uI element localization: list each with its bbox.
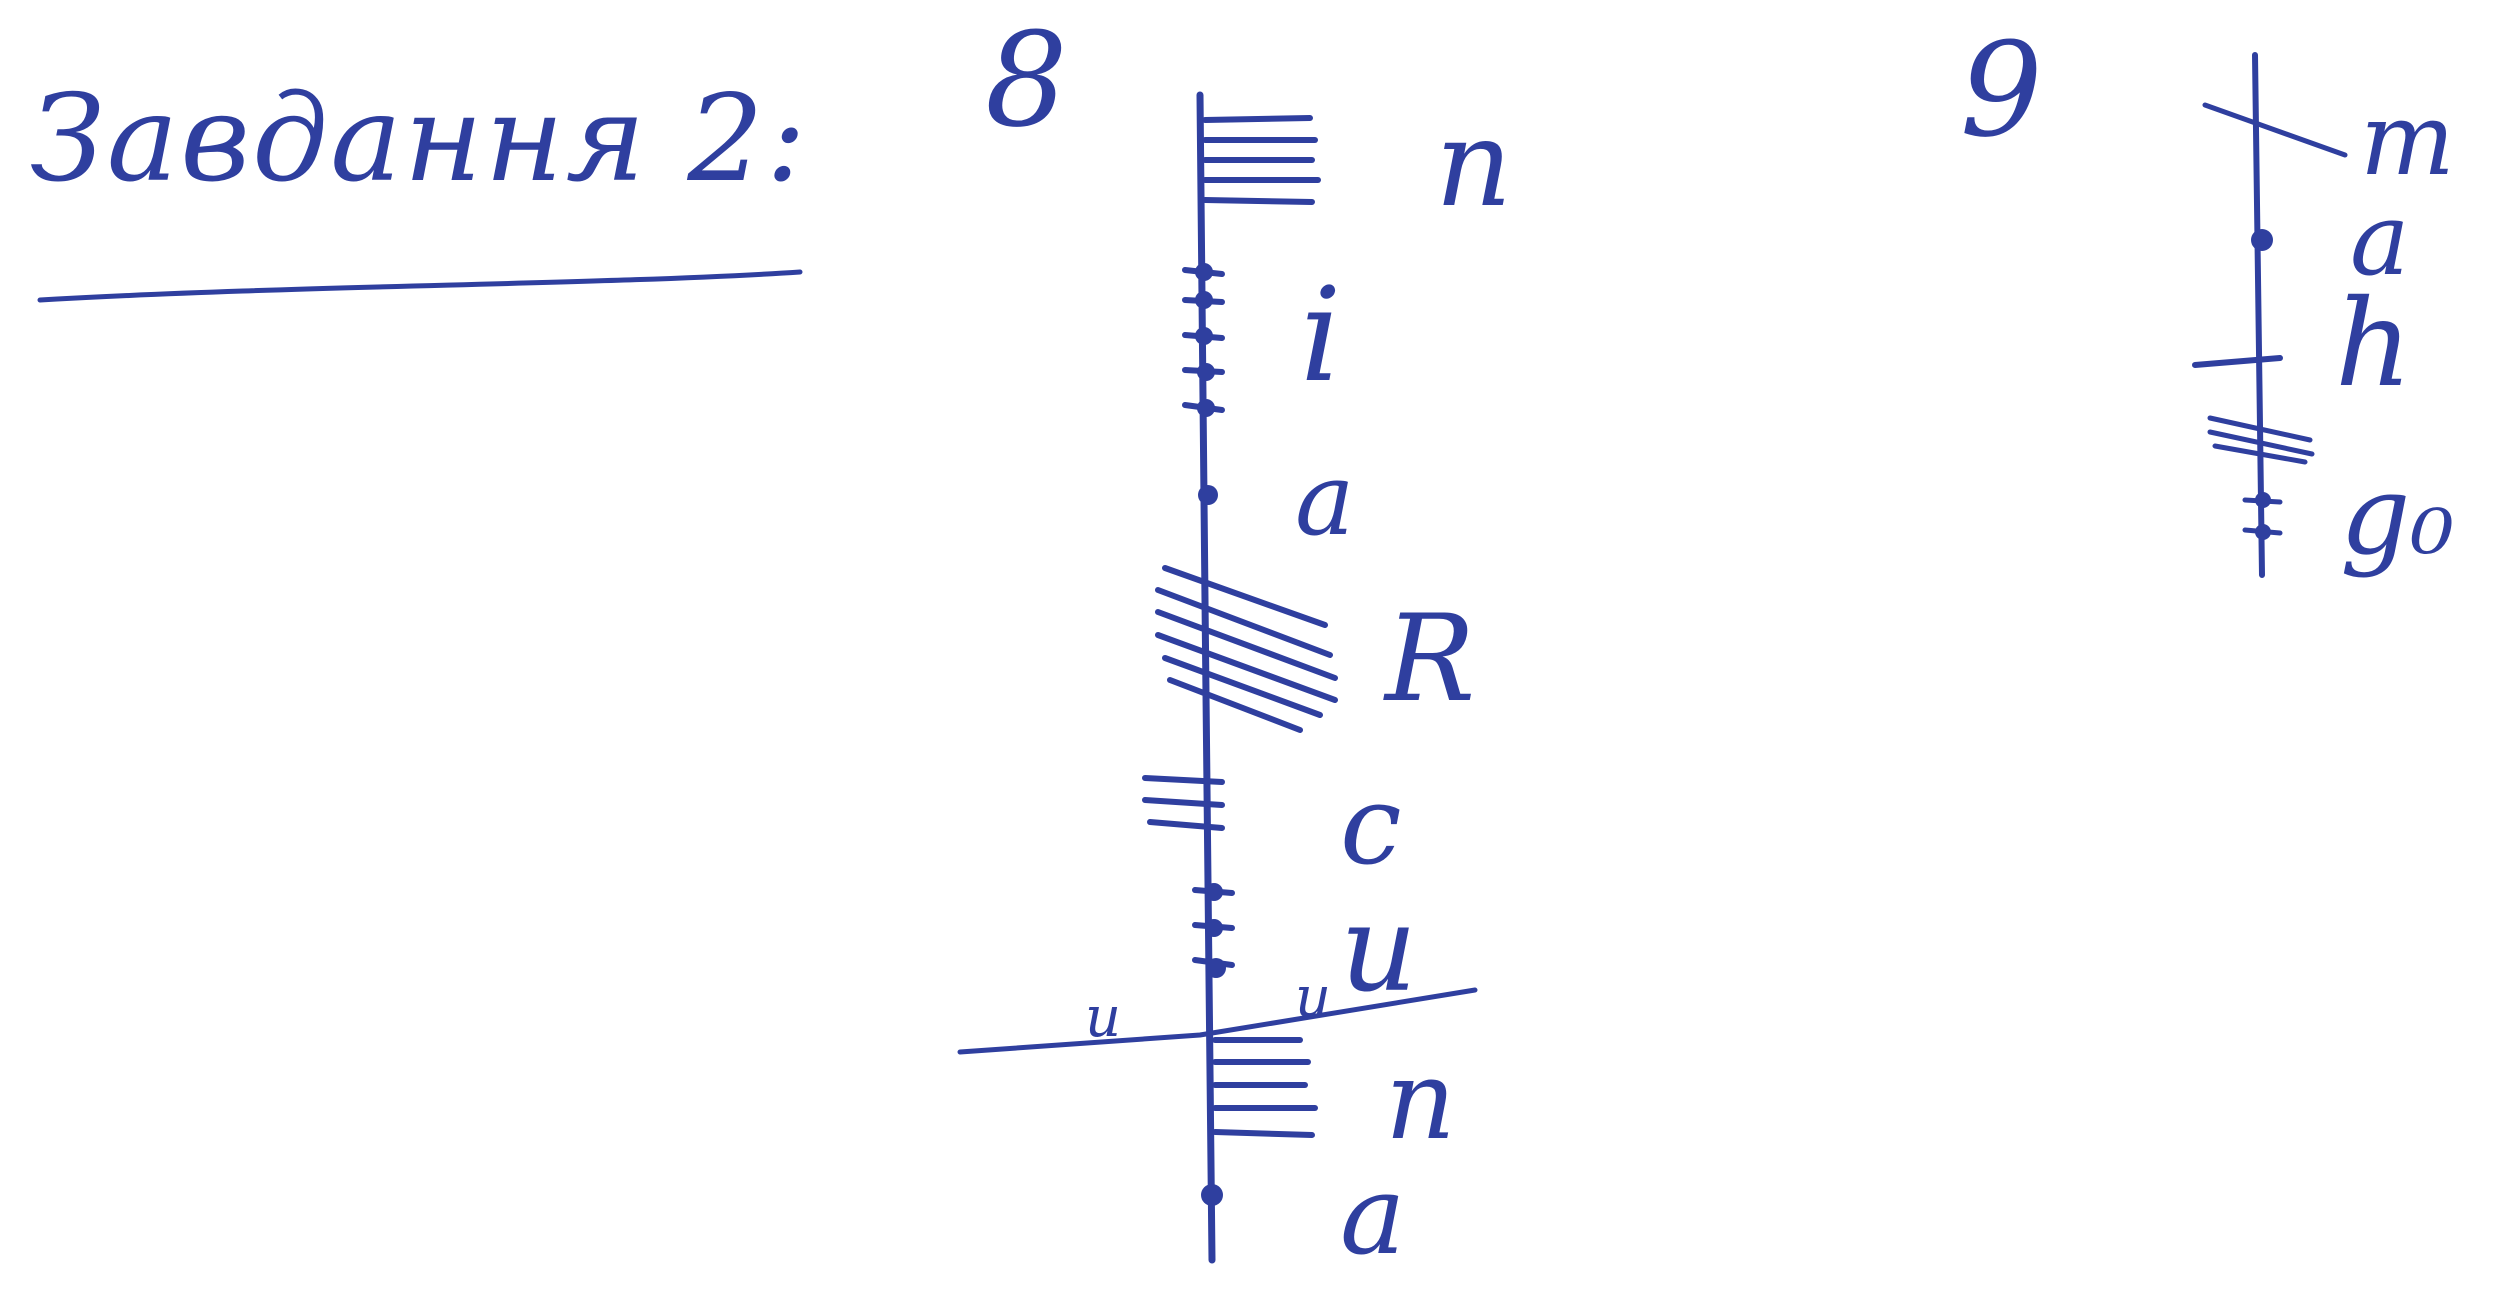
dot-u-1 [1205,883,1223,901]
dot-col9-g1 [2255,492,2271,508]
label-8-u: u [1340,880,1418,1019]
dot-u-3 [1206,958,1226,978]
label-9-h: h [2335,275,2413,414]
dot-i-5 [1197,399,1215,417]
tick-mark-left: u [1085,985,1122,1050]
dot-i-4 [1197,363,1215,381]
tick-m [2202,102,2348,158]
dot-i-1 [1195,263,1213,281]
tick-mark-right: u [1295,965,1332,1030]
hatch-col9 [2207,415,2315,465]
dot-col9-a [2251,229,2273,251]
dot-a-upper [1198,485,1218,505]
column-8-number: 8 [985,4,1068,156]
hatch-top [1202,115,1321,205]
label-8-i: i [1300,259,1342,411]
column-9-axis [2252,52,2265,578]
page-heading: Завдання 2: [30,70,809,209]
dot-i-2 [1195,291,1213,309]
hatch-bottom [1212,1037,1318,1138]
column-9-number: 9 [1960,14,2043,166]
tick-h [2192,355,2283,368]
label-8-r: R [1385,590,1476,729]
heading-underline [37,269,803,303]
dot-col9-g2 [2255,524,2271,540]
dot-u-2 [1205,919,1223,937]
label-8-c: c [1340,761,1402,889]
label-8-a-upper: a [1295,441,1355,558]
dot-i-3 [1195,327,1213,345]
dot-a-lower [1201,1184,1223,1206]
hatch-r [1155,565,1338,733]
label-8-n-bottom: n [1385,1036,1456,1164]
horizontal-divider [957,987,1478,1055]
hatch-c [1142,775,1225,831]
label-9-a: a [2350,181,2410,298]
label-9-m: m [2360,81,2455,198]
label-8-n-top: n [1435,95,1513,234]
label-8-a-bottom: a [1340,1151,1406,1279]
label-9-g0: g₀ [2340,451,2455,579]
